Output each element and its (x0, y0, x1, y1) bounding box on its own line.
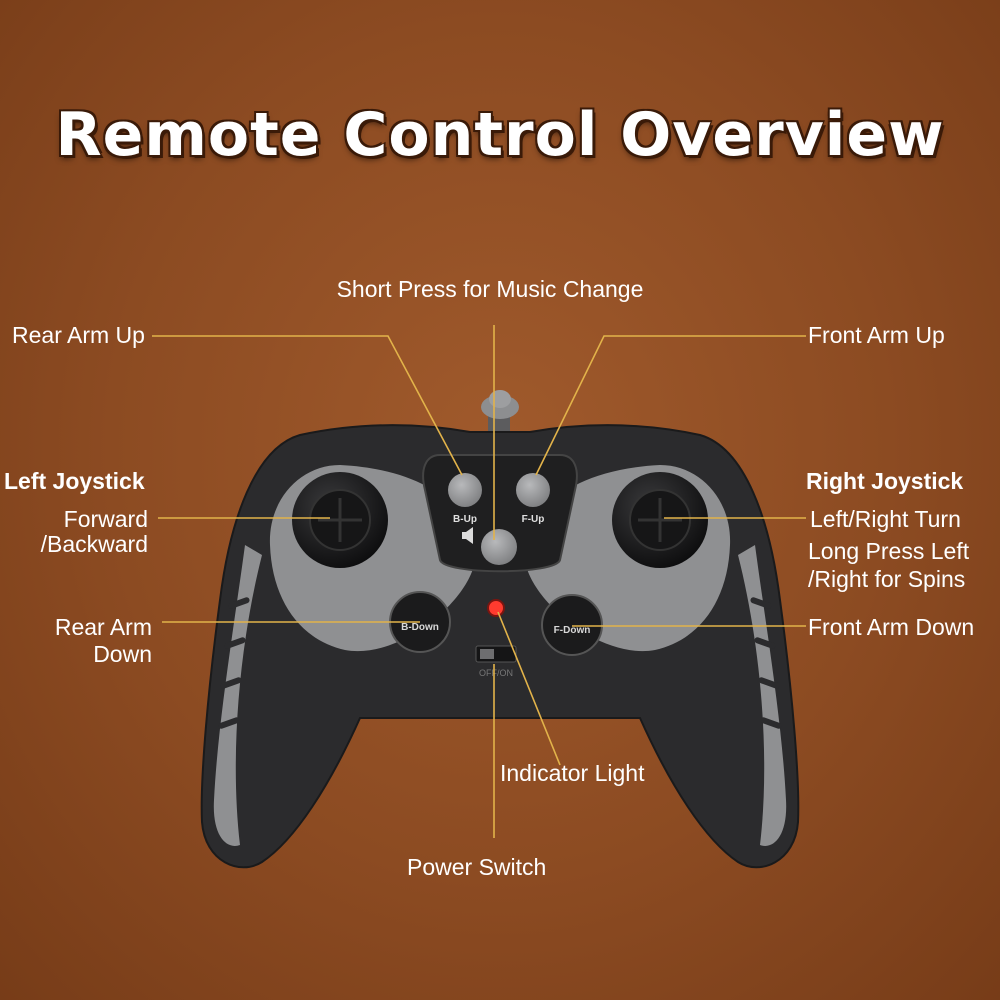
power-switch-label: OFF/ON (479, 668, 513, 678)
leader-lines (152, 325, 806, 838)
right-grip-band (738, 545, 787, 846)
f-up-button[interactable]: F-Up (516, 473, 550, 525)
leader-indicator (497, 611, 561, 766)
grip-ridges (218, 597, 782, 729)
label-indicator-light: Indicator Light (500, 760, 645, 786)
label-turn: Left/Right Turn (810, 506, 961, 532)
label-rear-arm-down-2: Down (93, 641, 152, 667)
right-joystick[interactable] (612, 472, 708, 568)
left-joystick[interactable] (292, 472, 388, 568)
label-spin-line2: /Right for Spins (808, 566, 966, 592)
speaker-icon (462, 527, 473, 544)
music-button[interactable] (481, 529, 517, 565)
label-rear-arm-up: Rear Arm Up (12, 322, 145, 348)
label-power-switch: Power Switch (407, 854, 547, 880)
label-forward: Forward (63, 506, 148, 532)
label-front-arm-up: Front Arm Up (808, 322, 945, 348)
label-spin-line1: Long Press Left (808, 538, 970, 564)
label-front-arm-down: Front Arm Down (808, 614, 975, 640)
b-up-label: B-Up (453, 514, 477, 525)
leader-rear-arm-up (152, 335, 463, 476)
f-down-label: F-Down (554, 625, 591, 636)
page-title: Remote Control Overview (55, 100, 945, 170)
left-grip-band (213, 545, 262, 846)
f-up-label: F-Up (522, 514, 545, 525)
b-up-button[interactable]: B-Up (448, 473, 482, 525)
label-music-change: Short Press for Music Change (336, 276, 644, 302)
f-down-button[interactable]: F-Down (541, 594, 603, 656)
leader-front-arm-up (535, 335, 806, 476)
label-right-joystick: Right Joystick (806, 468, 964, 494)
label-backward: /Backward (40, 531, 148, 557)
label-left-joystick: Left Joystick (4, 468, 145, 494)
indicator-light (487, 599, 505, 617)
b-down-label: B-Down (401, 622, 439, 633)
label-rear-arm-down-1: Rear Arm (54, 614, 152, 640)
power-switch[interactable]: OFF/ON (475, 645, 517, 678)
